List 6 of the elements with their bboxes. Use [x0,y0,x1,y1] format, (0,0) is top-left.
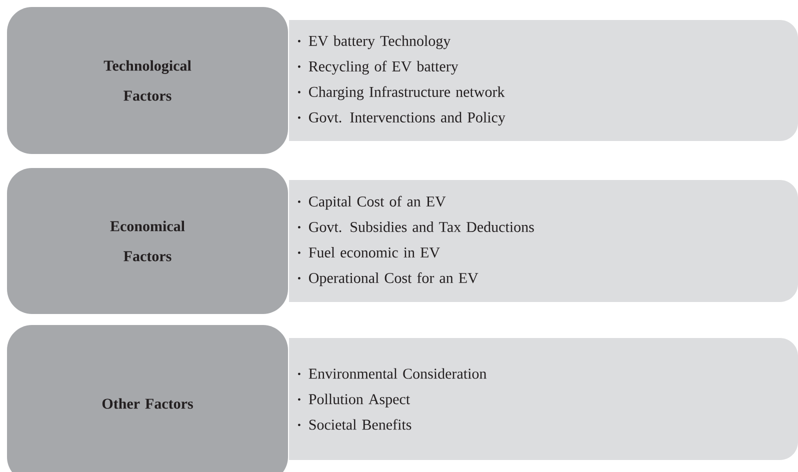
bullet-list-box: EV battery Technology Recycling of EV battery Charging Infrastructure network Govt. Intervenctions and Policy [289,20,798,141]
bullet-list-box: Environmental Consideration Pollution Aspect Societal Benefits [289,338,798,460]
category-box: Economical Factors [7,168,288,314]
category-box: Technological Factors [7,7,288,154]
bullet-list-box: Capital Cost of an EV Govt. Subsidies and Tax Deductions Fuel economic in EV Operational Cost for an EV [289,180,798,302]
category-box: Other Factors [7,325,288,472]
